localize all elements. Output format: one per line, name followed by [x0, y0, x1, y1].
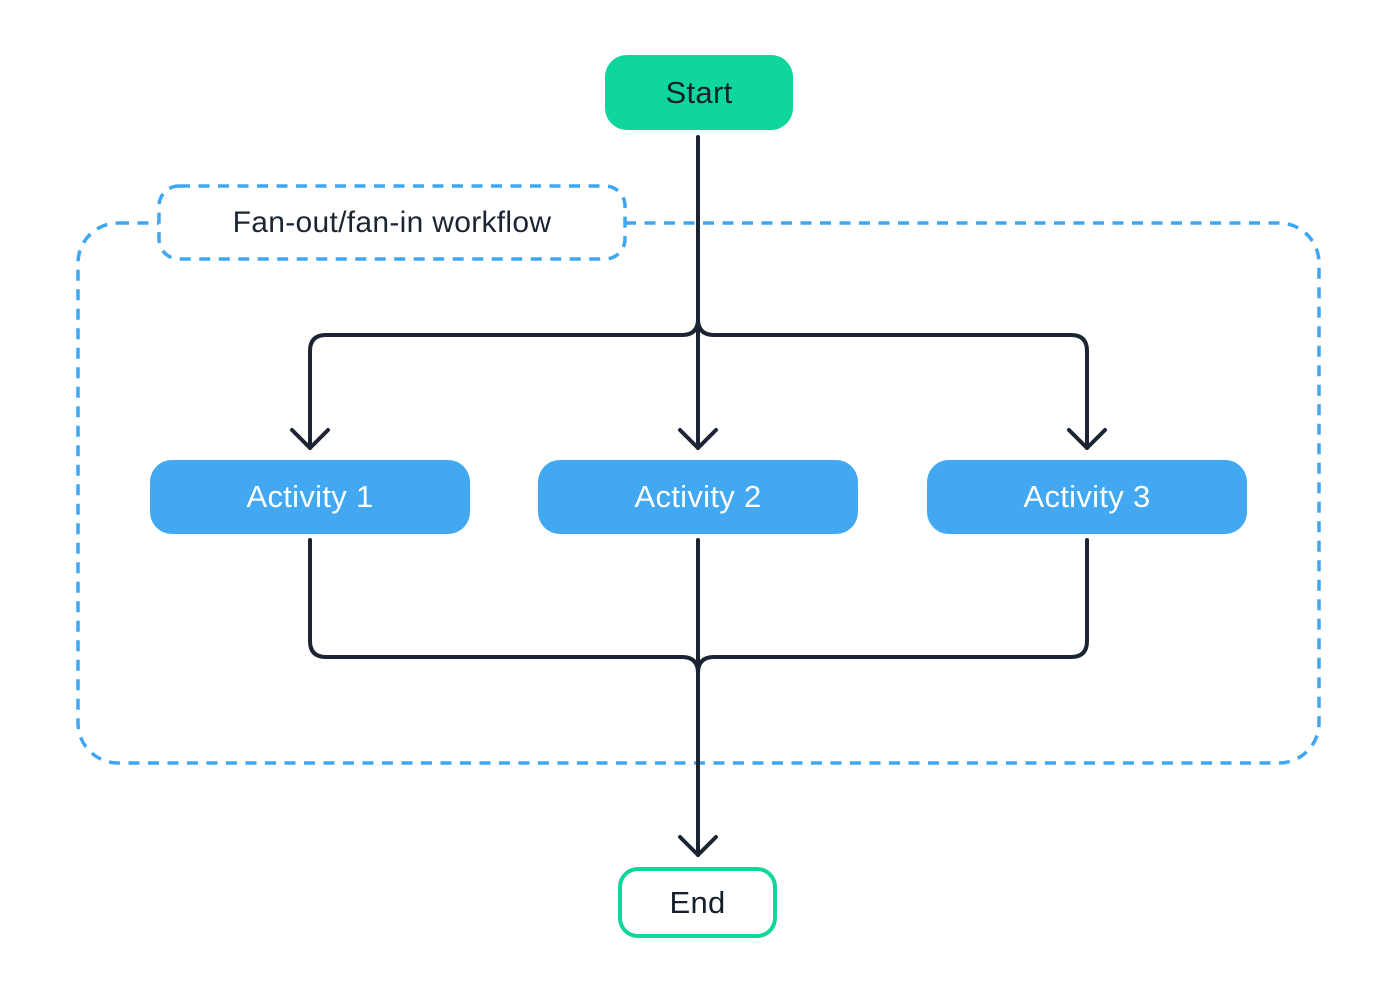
arrowhead-end [678, 835, 718, 857]
workflow-label-box [157, 184, 627, 261]
arrow-start-to-activity3 [696, 317, 1089, 450]
connector-arrows [290, 135, 1107, 857]
arrow-activity1-to-merge [308, 538, 700, 675]
activity-1-label: Activity 1 [246, 479, 374, 514]
activity-2-node: Activity 2 [538, 460, 858, 534]
end-node: End [618, 867, 777, 938]
end-label: End [669, 884, 726, 920]
arrow-start-to-activity1 [308, 317, 700, 450]
start-label: Start [665, 74, 733, 110]
start-node: Start [605, 55, 793, 130]
activity-3-label: Activity 3 [1023, 479, 1151, 514]
arrowhead-activity3 [1067, 428, 1107, 450]
arrowhead-activity1 [290, 428, 330, 450]
activity-1-node: Activity 1 [150, 460, 470, 534]
activity-2-label: Activity 2 [634, 479, 762, 514]
arrow-activity3-to-merge [696, 538, 1089, 675]
arrowhead-activity2 [678, 428, 718, 450]
workflow-label: Fan-out/fan-in workflow [232, 205, 552, 239]
activity-3-node: Activity 3 [927, 460, 1247, 534]
